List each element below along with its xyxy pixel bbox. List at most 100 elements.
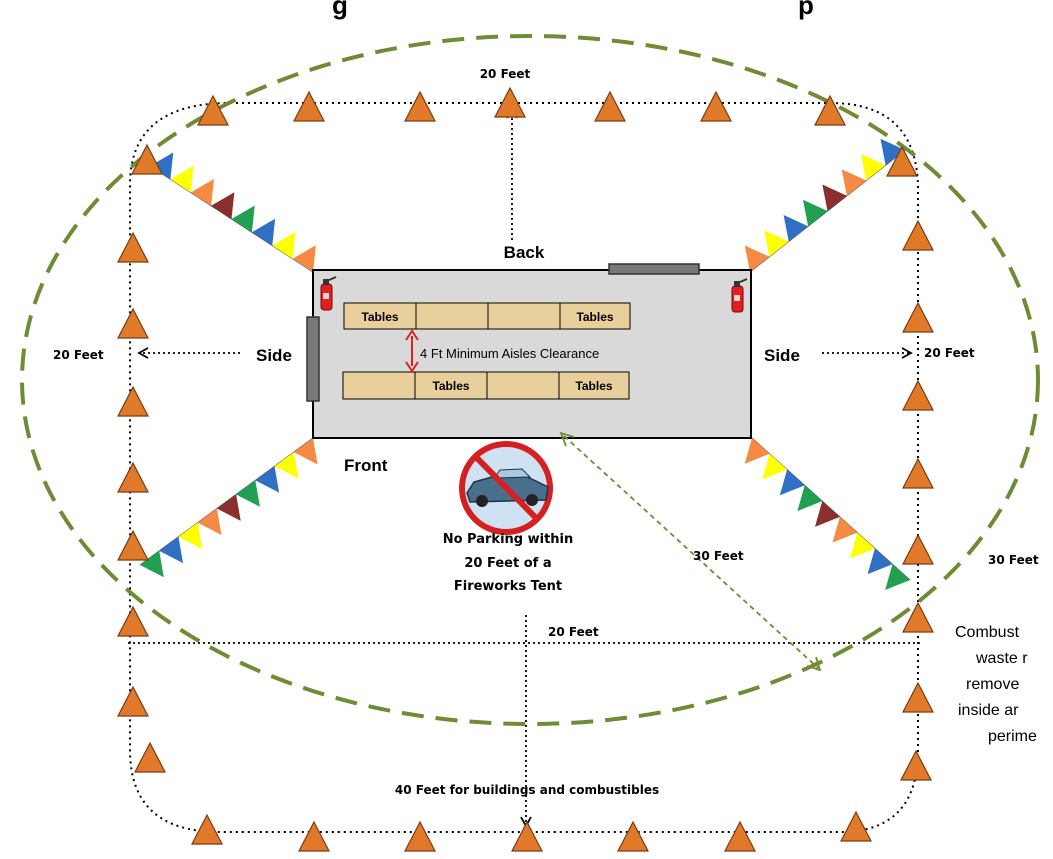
traffic-cone-icon	[298, 820, 330, 852]
table-row-back: Tables Tables	[343, 302, 631, 330]
fire-extinguisher-icon	[320, 276, 337, 311]
side-right-label: Side	[764, 346, 800, 365]
no-parking-line3: Fireworks Tent	[454, 579, 562, 594]
note-line: waste r	[975, 650, 1028, 667]
pennant-flag	[832, 516, 858, 543]
table	[487, 302, 561, 330]
traffic-cone-icon	[902, 681, 934, 713]
traffic-cone-icon	[191, 813, 223, 845]
traffic-cone-icon	[902, 601, 934, 633]
pennant-flag	[814, 501, 840, 527]
traffic-cone-icon	[902, 301, 934, 333]
pennant-flag	[764, 230, 789, 257]
bottom-outer-distance-label: 40 Feet for buildings and combustibles	[395, 783, 659, 797]
pennant-flag	[802, 199, 828, 227]
traffic-cone-icon	[293, 90, 325, 122]
table-row-front: Tables Tables	[342, 371, 630, 400]
traffic-cone-icon	[117, 385, 149, 417]
thirty-foot-diagonal-arrow	[559, 431, 822, 672]
table	[558, 371, 630, 400]
table-label: Tables	[432, 379, 469, 393]
bottom-inner-distance-label: 20 Feet	[548, 625, 599, 639]
tent-back-exit	[608, 263, 700, 275]
pennant-flag	[178, 522, 203, 550]
pennant-flag	[880, 138, 905, 166]
right-edge-distance-label: 30 Feet	[988, 553, 1039, 567]
pennant-flag	[255, 466, 280, 493]
traffic-cone-icon	[594, 90, 626, 122]
traffic-cone-icon	[511, 820, 543, 852]
title-fragment-right: p	[798, 0, 814, 20]
tent-body	[312, 269, 752, 439]
table	[342, 371, 416, 400]
traffic-cone-icon	[117, 461, 149, 493]
no-parking-line2: 20 Feet of a	[464, 556, 551, 571]
traffic-cone-icon	[197, 94, 229, 126]
traffic-cone-icon	[117, 605, 149, 637]
thirty-foot-dashed-oval	[20, 34, 1040, 726]
traffic-cone-icon	[900, 749, 932, 781]
pennant-flag	[867, 548, 893, 575]
traffic-cone-icon	[902, 457, 934, 489]
pennant-flag	[170, 165, 194, 193]
traffic-cone-icon	[617, 820, 649, 852]
traffic-cone-icon	[117, 307, 149, 339]
traffic-cone-icon	[902, 379, 934, 411]
traffic-cone-icon	[902, 219, 934, 251]
pennant-flag	[236, 480, 260, 507]
note-line: inside ar	[958, 702, 1019, 719]
pennant-flag	[744, 245, 770, 272]
title-fragment: g	[332, 0, 348, 20]
pennant-flag	[841, 169, 867, 196]
table	[414, 371, 488, 400]
traffic-cone-icon	[117, 685, 149, 717]
traffic-cone-icon	[134, 741, 166, 773]
pennant-flag	[211, 192, 235, 219]
traffic-cones	[117, 86, 934, 852]
aisle-clearance-arrow	[405, 329, 419, 373]
pennant-flag	[140, 550, 164, 578]
pennant-flag	[885, 564, 910, 590]
pennant-flag	[293, 438, 318, 465]
no-parking-icon	[459, 441, 553, 535]
pennant-flag	[779, 469, 805, 496]
no-parking-line1: No Parking within	[443, 532, 574, 547]
pennant-flag	[861, 154, 886, 181]
pennant-flag	[190, 179, 215, 206]
tent-side-exit	[306, 316, 320, 402]
back-label: Back	[504, 243, 545, 262]
side-left-label: Side	[256, 346, 292, 365]
table	[559, 302, 631, 330]
table-label: Tables	[575, 379, 612, 393]
pennant-flag	[797, 485, 823, 512]
traffic-cone-icon	[886, 145, 918, 177]
traffic-cone-icon	[902, 533, 934, 565]
top-distance-label: 20 Feet	[480, 67, 531, 81]
pennant-flag	[783, 215, 809, 242]
aisle-clearance-label: 4 Ft Minimum Aisles Clearance	[420, 346, 599, 361]
pennant-flag	[850, 532, 875, 559]
traffic-cone-icon	[404, 90, 436, 122]
pennant-flag	[762, 453, 788, 480]
diagonal-distance-label: 30 Feet	[693, 549, 744, 563]
combustible-waste-note: Combust waste r remove inside ar perime	[955, 624, 1037, 745]
table	[343, 302, 417, 330]
pennant-flag	[159, 536, 184, 564]
right-distance-label: 20 Feet	[924, 346, 975, 360]
traffic-cone-icon	[404, 820, 436, 852]
pennant-strings	[139, 138, 911, 590]
traffic-cone-icon	[494, 86, 526, 118]
front-label: Front	[344, 456, 388, 475]
traffic-cone-icon	[840, 810, 872, 842]
pennant-flag	[292, 245, 316, 272]
traffic-cone-icon	[724, 820, 756, 852]
table	[415, 302, 489, 330]
pennant-flag	[822, 184, 847, 211]
distance-arrows	[128, 110, 920, 825]
note-line: perime	[988, 728, 1037, 745]
note-line: Combust	[955, 624, 1020, 641]
traffic-cone-icon	[700, 90, 732, 122]
traffic-cone-icon	[131, 143, 163, 175]
pennant-flag	[744, 438, 770, 464]
